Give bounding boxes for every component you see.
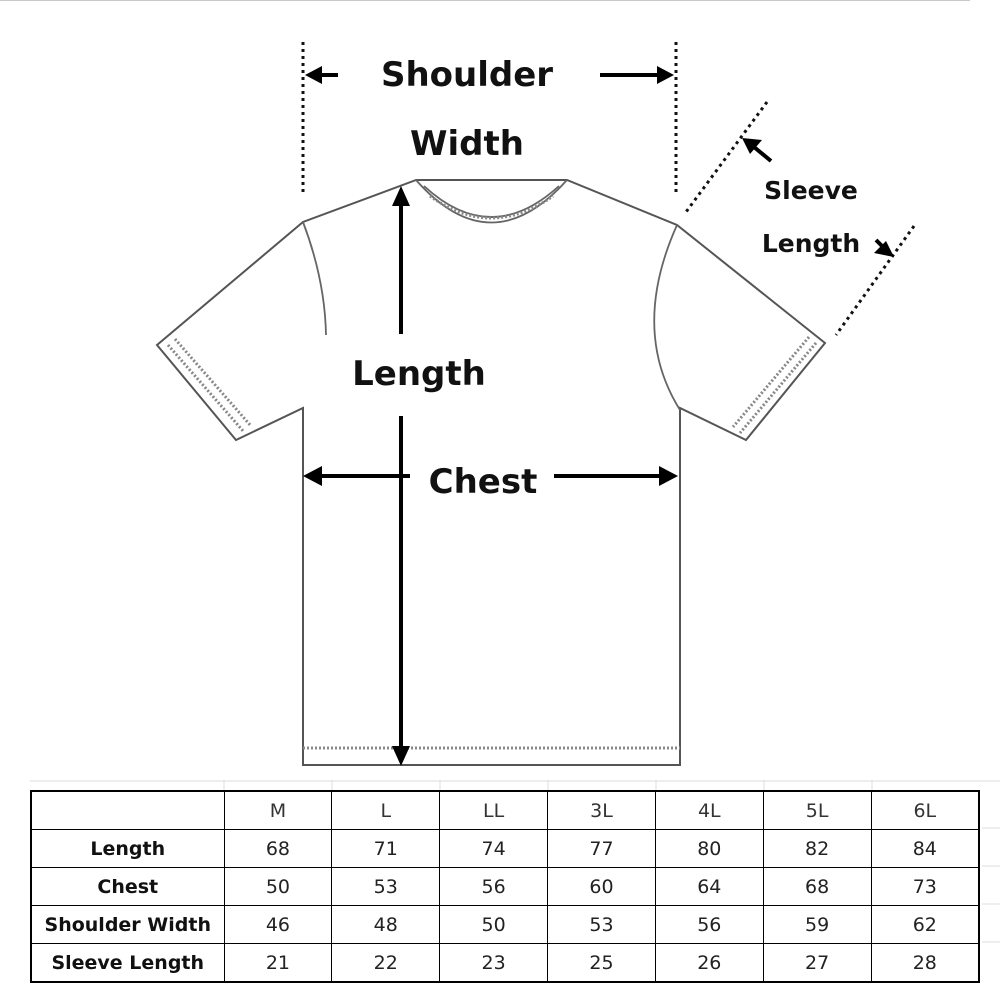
- size-chart-table: M L LL 3L 4L 5L 6L Length 68 71 74 77 80…: [30, 790, 980, 983]
- length-label: Length: [352, 354, 486, 394]
- right-armhole-seam: [653, 224, 681, 411]
- table-cell: 46: [223, 905, 333, 944]
- shoulder-arrow-left-head: [305, 66, 322, 84]
- row-label-chest: Chest: [30, 867, 225, 906]
- table-row: Length 68 71 74 77 80 82 84: [30, 829, 980, 868]
- table-cell: 50: [439, 905, 549, 944]
- table-cell: 68: [223, 829, 333, 868]
- sleeve-length-label-line1: Sleeve: [764, 176, 858, 205]
- chest-arrow-right-head: [659, 466, 678, 486]
- table-cell: 48: [331, 905, 441, 944]
- table-cell: 80: [654, 829, 764, 868]
- table-cell: 59: [762, 905, 872, 944]
- table-cell: 60: [547, 867, 656, 906]
- table-row: Shoulder Width 46 48 50 53 56 59 62: [30, 905, 980, 944]
- table-cell: 26: [654, 943, 764, 983]
- sleeve-arrow-top-head: [742, 138, 762, 154]
- shoulder-arrow-right-head: [657, 66, 674, 84]
- left-armhole-seam: [302, 221, 327, 336]
- chest-label: Chest: [429, 462, 538, 502]
- shoulder-width-label-line2: Width: [410, 124, 524, 164]
- row-label-shoulder-width: Shoulder Width: [30, 905, 225, 944]
- table-cell: 73: [870, 867, 980, 906]
- table-row: Sleeve Length 21 22 23 25 26 27 28: [30, 943, 980, 983]
- table-cell: 56: [439, 867, 549, 906]
- size-header-ll: LL: [439, 790, 549, 830]
- table-cell: 53: [547, 905, 656, 944]
- sleeve-bottom-guide: [834, 225, 916, 336]
- table-cell: 64: [654, 867, 764, 906]
- table-cell: 62: [870, 905, 980, 944]
- sleeve-arrow-top-shaft: [752, 145, 773, 163]
- table-corner-cell: [30, 790, 225, 830]
- size-header-3l: 3L: [547, 790, 656, 830]
- table-cell: 74: [439, 829, 549, 868]
- table-cell: 23: [439, 943, 549, 983]
- tshirt-measurement-diagram: Shoulder Width Sleeve Length Length Ches…: [155, 42, 916, 766]
- sleeve-top-guide: [684, 101, 769, 213]
- table-cell: 21: [223, 943, 333, 983]
- tshirt-collar-inner: [423, 185, 560, 218]
- length-arrow-top-head: [392, 186, 410, 206]
- left-sleeve-hem-2: [173, 338, 253, 427]
- table-cell: 28: [870, 943, 980, 983]
- table-cell: 27: [762, 943, 872, 983]
- sleeve-arrow-bottom-head: [874, 241, 894, 257]
- size-header-m: M: [223, 790, 333, 830]
- shoulder-width-label-line1: Shoulder: [381, 55, 553, 95]
- table-cell: 22: [331, 943, 441, 983]
- tshirt-collar-stitch: [429, 194, 554, 220]
- top-divider: [0, 0, 970, 1]
- table-cell: 56: [654, 905, 764, 944]
- table-header-row: M L LL 3L 4L 5L 6L: [30, 790, 980, 830]
- table-cell: 53: [331, 867, 441, 906]
- table-cell: 25: [547, 943, 656, 983]
- spreadsheet-grid-background: [30, 780, 1000, 943]
- size-header-6l: 6L: [870, 790, 980, 830]
- table-cell: 84: [870, 829, 980, 868]
- row-label-length: Length: [30, 829, 225, 868]
- length-label-bg: [330, 336, 500, 412]
- table-cell: 77: [547, 829, 656, 868]
- table-cell: 71: [331, 829, 441, 868]
- chest-arrow-left-head: [303, 466, 322, 486]
- chest-label-bg: [410, 450, 550, 506]
- size-header-4l: 4L: [654, 790, 764, 830]
- size-header-5l: 5L: [762, 790, 872, 830]
- left-sleeve-hem: [166, 344, 246, 433]
- length-arrow-bottom-head: [392, 746, 410, 766]
- table-cell: 82: [762, 829, 872, 868]
- row-label-sleeve-length: Sleeve Length: [30, 943, 225, 983]
- table-cell: 50: [223, 867, 333, 906]
- size-header-l: L: [331, 790, 441, 830]
- table-row: Chest 50 53 56 60 64 68 73: [30, 867, 980, 906]
- sleeve-length-label-line2: Length: [762, 229, 860, 258]
- table-cell: 68: [762, 867, 872, 906]
